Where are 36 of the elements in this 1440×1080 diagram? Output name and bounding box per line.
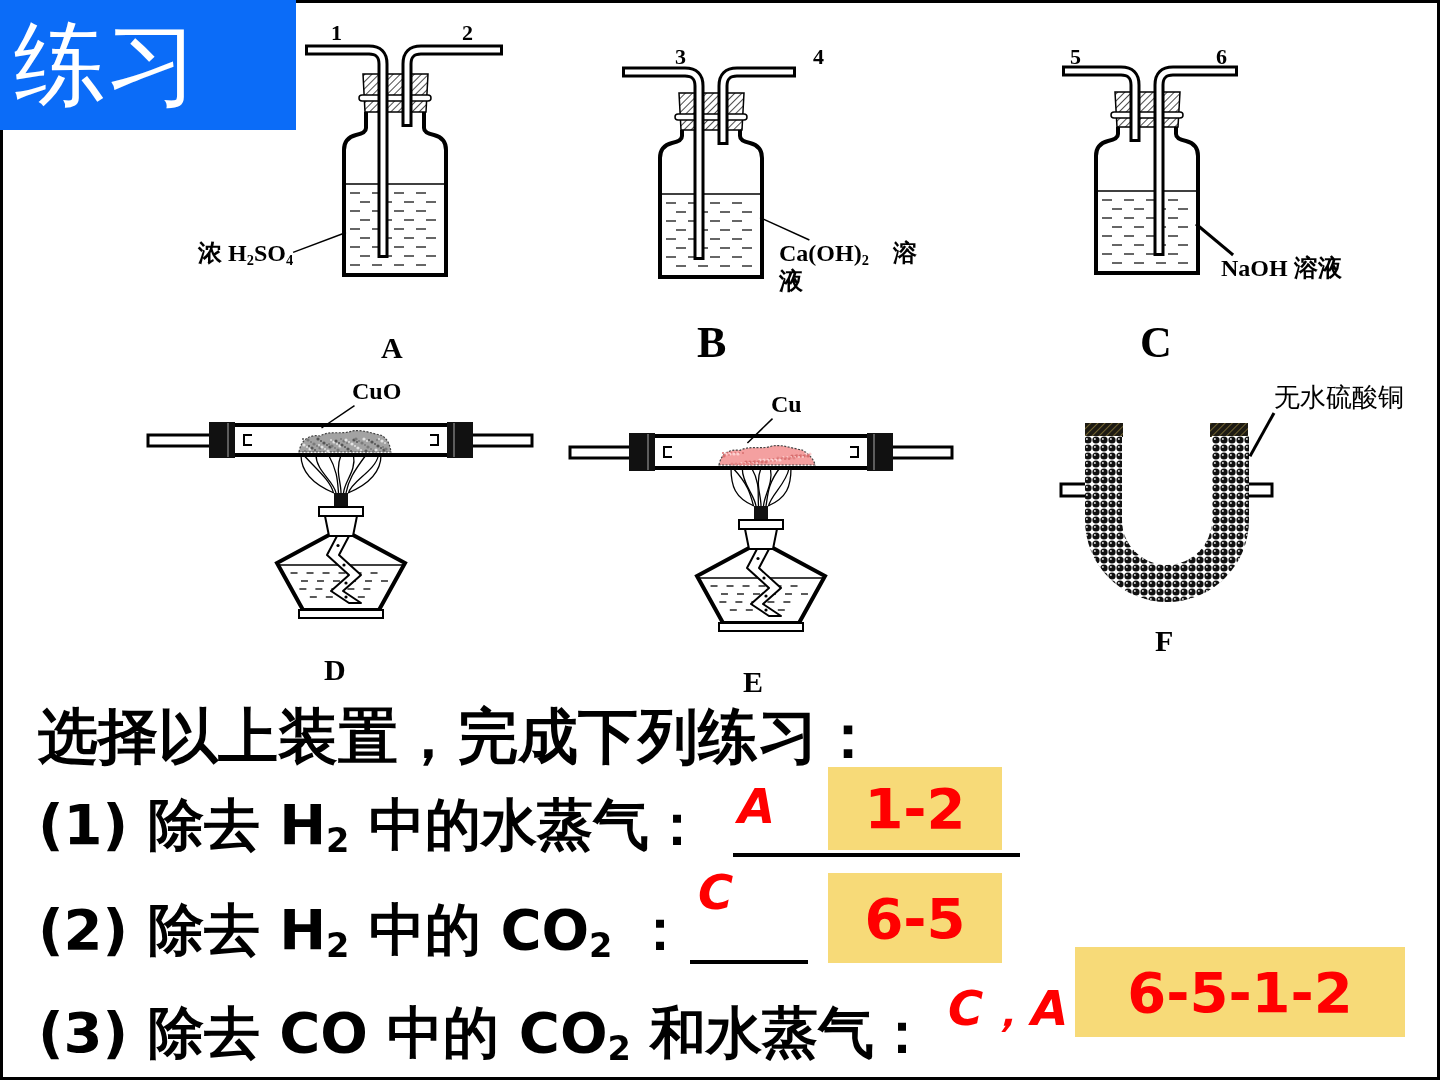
apparatus-letter: A: [381, 333, 403, 363]
question-text: (1) 除去 H$_{2}$ 中的水蒸气：: [38, 793, 705, 858]
handwritten-answer: C，A: [948, 984, 1069, 1032]
question-text: (2) 除去 H$_{2}$ 中的 CO$_{2}$ ：: [38, 898, 688, 963]
granule-packing: [1084, 436, 1250, 604]
reagent-label: Cu: [771, 391, 802, 419]
highlighted-answer: 6-5-1-2: [1075, 947, 1405, 1037]
port-number: 4: [813, 46, 824, 68]
reagent-label: CuO: [352, 378, 402, 406]
leader-line: [746, 417, 774, 444]
apparatus-letter: F: [1155, 626, 1174, 656]
port-number: 3: [675, 46, 686, 68]
port-number: 6: [1216, 46, 1227, 68]
apparatus-letter: D: [324, 655, 346, 685]
port-number: 5: [1070, 46, 1081, 68]
port-number: 2: [462, 22, 473, 44]
highlighted-answer: 6-5: [828, 873, 1002, 963]
powder-pile: [298, 428, 392, 453]
title-banner: 练习: [0, 0, 296, 130]
leader-line: [759, 216, 811, 241]
leader-line: [1195, 222, 1235, 257]
leader-line: [320, 404, 356, 429]
leader-line: [292, 231, 347, 254]
reagent-label: 浓 H$_{2}$SO$_{4}$: [198, 240, 294, 268]
question-text: (3) 除去 CO 中的 CO$_{2}$ 和水蒸气：: [38, 1001, 931, 1066]
apparatus-letter: C: [1140, 321, 1172, 365]
leader-line: [1248, 412, 1276, 457]
reagent-label: Ca(OH)$_{2}$ 溶液: [779, 240, 917, 296]
apparatus-letter: B: [697, 321, 727, 365]
reagent-label: 无水硫酸铜: [1274, 383, 1404, 413]
apparatus-letter: E: [743, 667, 763, 697]
highlighted-answer: 1-2: [828, 767, 1002, 850]
port-number: 1: [331, 22, 342, 44]
powder-pile: [718, 443, 816, 466]
reagent-label: NaOH 溶液: [1221, 255, 1342, 283]
handwritten-answer: C: [698, 868, 734, 916]
